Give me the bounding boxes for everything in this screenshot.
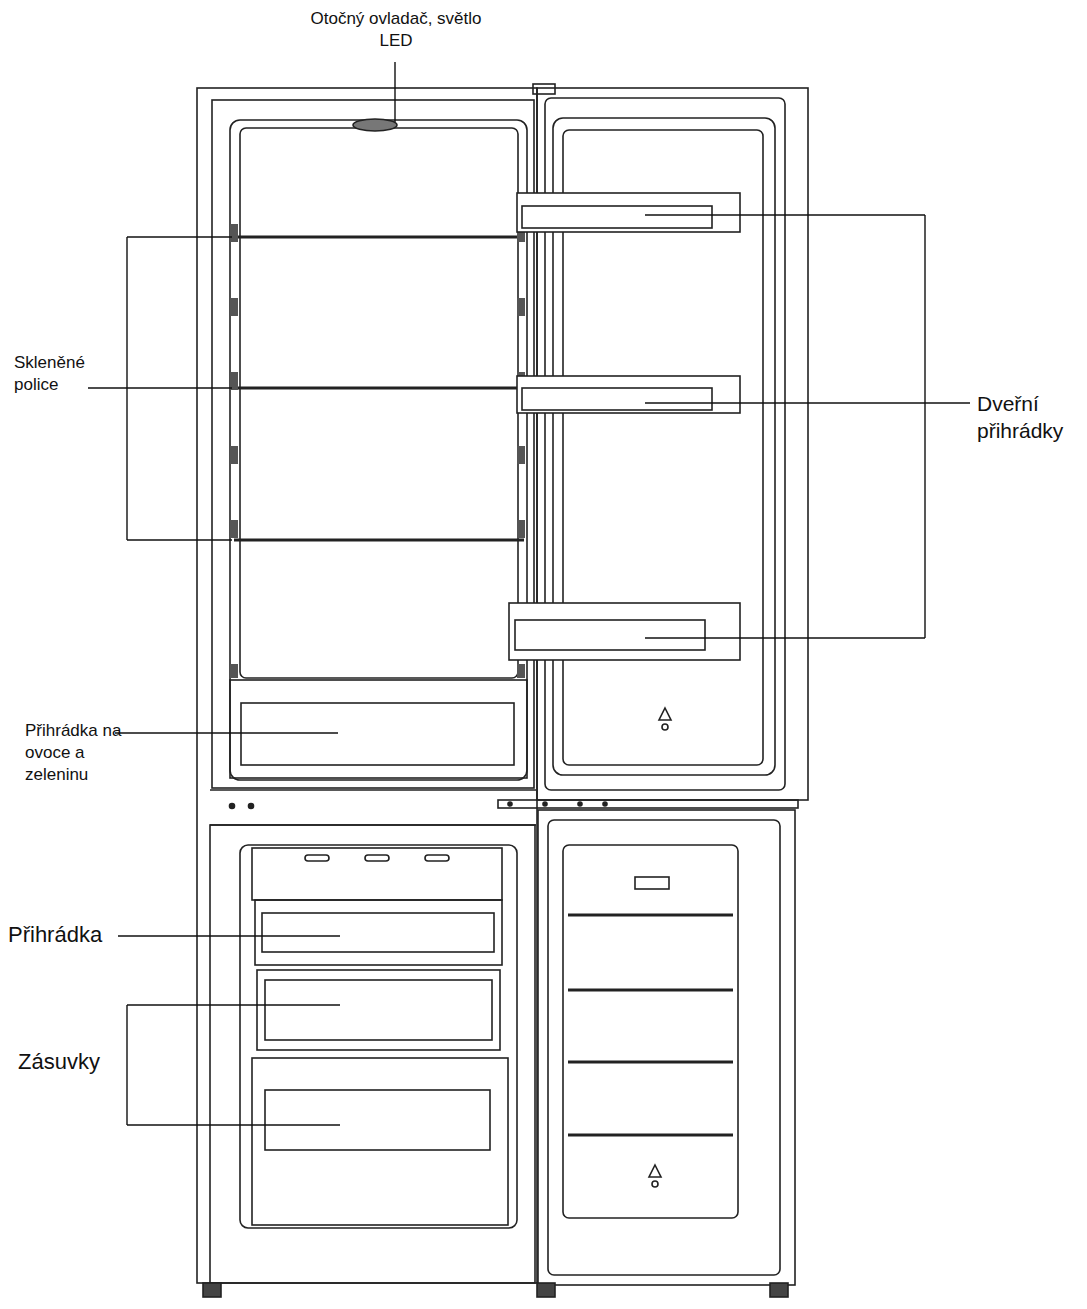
glass-shelf xyxy=(234,539,524,542)
freezer-door xyxy=(635,877,669,889)
part-label: Zásuvky xyxy=(18,1048,122,1077)
control-knob xyxy=(353,119,397,131)
leader-line xyxy=(645,637,925,638)
warning-icon xyxy=(649,708,671,1187)
leader-line xyxy=(645,402,970,403)
freezer-door xyxy=(563,845,738,1218)
door-bin xyxy=(522,206,712,228)
leader-line xyxy=(645,214,925,215)
freezer-door xyxy=(538,810,795,1285)
leader-line xyxy=(127,236,232,237)
cabinet xyxy=(249,804,254,809)
leader-line xyxy=(88,387,232,388)
cabinet xyxy=(240,845,517,1228)
cabinet xyxy=(197,88,537,1283)
cabinet xyxy=(197,88,537,1283)
door-bin xyxy=(517,376,740,413)
fridge-door xyxy=(533,84,808,800)
shelf-support xyxy=(517,520,525,538)
part-label: Skleněné police xyxy=(14,352,114,396)
warning-icon xyxy=(662,724,668,730)
warning-icon xyxy=(652,1181,658,1187)
cabinet xyxy=(230,804,235,809)
door-bin xyxy=(509,193,740,660)
shelf-support xyxy=(517,298,525,316)
leader-line xyxy=(126,237,127,540)
freezer-compartment xyxy=(365,855,389,861)
foot xyxy=(537,1283,555,1297)
cabinet xyxy=(240,128,518,678)
leader-line xyxy=(118,935,340,936)
shelf-support xyxy=(230,224,238,242)
leader-line xyxy=(394,62,395,122)
foot xyxy=(770,1283,788,1297)
freezer-compartment xyxy=(265,1090,490,1150)
control-knob xyxy=(353,119,397,131)
freezer-compartment xyxy=(305,855,329,861)
hinge xyxy=(603,802,607,806)
hinge xyxy=(498,800,798,808)
glass-shelf xyxy=(234,236,524,239)
crisper-drawer xyxy=(230,680,527,778)
door-bin xyxy=(509,603,740,660)
hinge xyxy=(498,800,798,808)
crisper-drawer xyxy=(241,703,514,765)
hinge xyxy=(508,802,512,806)
cabinet xyxy=(230,120,527,780)
shelf-support xyxy=(230,224,525,678)
freezer-compartment xyxy=(255,900,502,965)
crisper-drawer xyxy=(230,680,527,778)
foot xyxy=(203,1283,788,1297)
freezer-door xyxy=(568,914,733,917)
cabinet xyxy=(210,825,535,1283)
leader-line xyxy=(115,732,338,733)
foot xyxy=(203,1283,221,1297)
freezer-compartment xyxy=(265,980,492,1040)
hinge xyxy=(578,802,582,806)
warning-icon xyxy=(649,1165,661,1177)
leader-line xyxy=(127,1004,340,1005)
shelf-support xyxy=(517,664,525,678)
shelf-support xyxy=(517,446,525,464)
freezer-compartment xyxy=(252,1058,508,1225)
part-label: Přihrádka xyxy=(8,921,120,950)
leader-line xyxy=(88,62,970,1125)
leader-line xyxy=(127,539,232,540)
shelf-support xyxy=(230,664,238,678)
door-bin xyxy=(515,620,705,650)
cabinet xyxy=(210,789,536,791)
fridge-door xyxy=(533,84,555,94)
freezer-door xyxy=(568,1061,733,1064)
freezer-door xyxy=(568,1134,733,1137)
shelf-support xyxy=(230,520,238,538)
freezer-compartment xyxy=(262,913,494,952)
freezer-door xyxy=(548,820,780,1275)
shelf-support xyxy=(230,298,238,316)
leader-line xyxy=(127,1124,340,1125)
freezer-compartment xyxy=(252,848,508,1225)
door-bin xyxy=(517,193,740,232)
freezer-door xyxy=(538,810,795,1285)
freezer-compartment xyxy=(252,848,502,900)
shelf-support xyxy=(230,446,238,464)
glass-shelf xyxy=(234,237,524,540)
door-bin xyxy=(522,388,712,410)
control-label: Otočný ovladač, světlo LED xyxy=(310,8,482,52)
hinge xyxy=(543,802,547,806)
leader-line xyxy=(126,1005,127,1125)
freezer-compartment xyxy=(257,970,500,1050)
part-label: Dveřní přihrádky xyxy=(977,390,1083,445)
freezer-door xyxy=(568,989,733,992)
leader-line xyxy=(924,215,925,638)
glass-shelf xyxy=(234,387,524,390)
cabinet xyxy=(212,100,534,788)
freezer-compartment xyxy=(425,855,449,861)
part-label: Přihrádka na ovoce a zeleninu xyxy=(25,720,125,786)
warning-icon xyxy=(659,708,671,720)
